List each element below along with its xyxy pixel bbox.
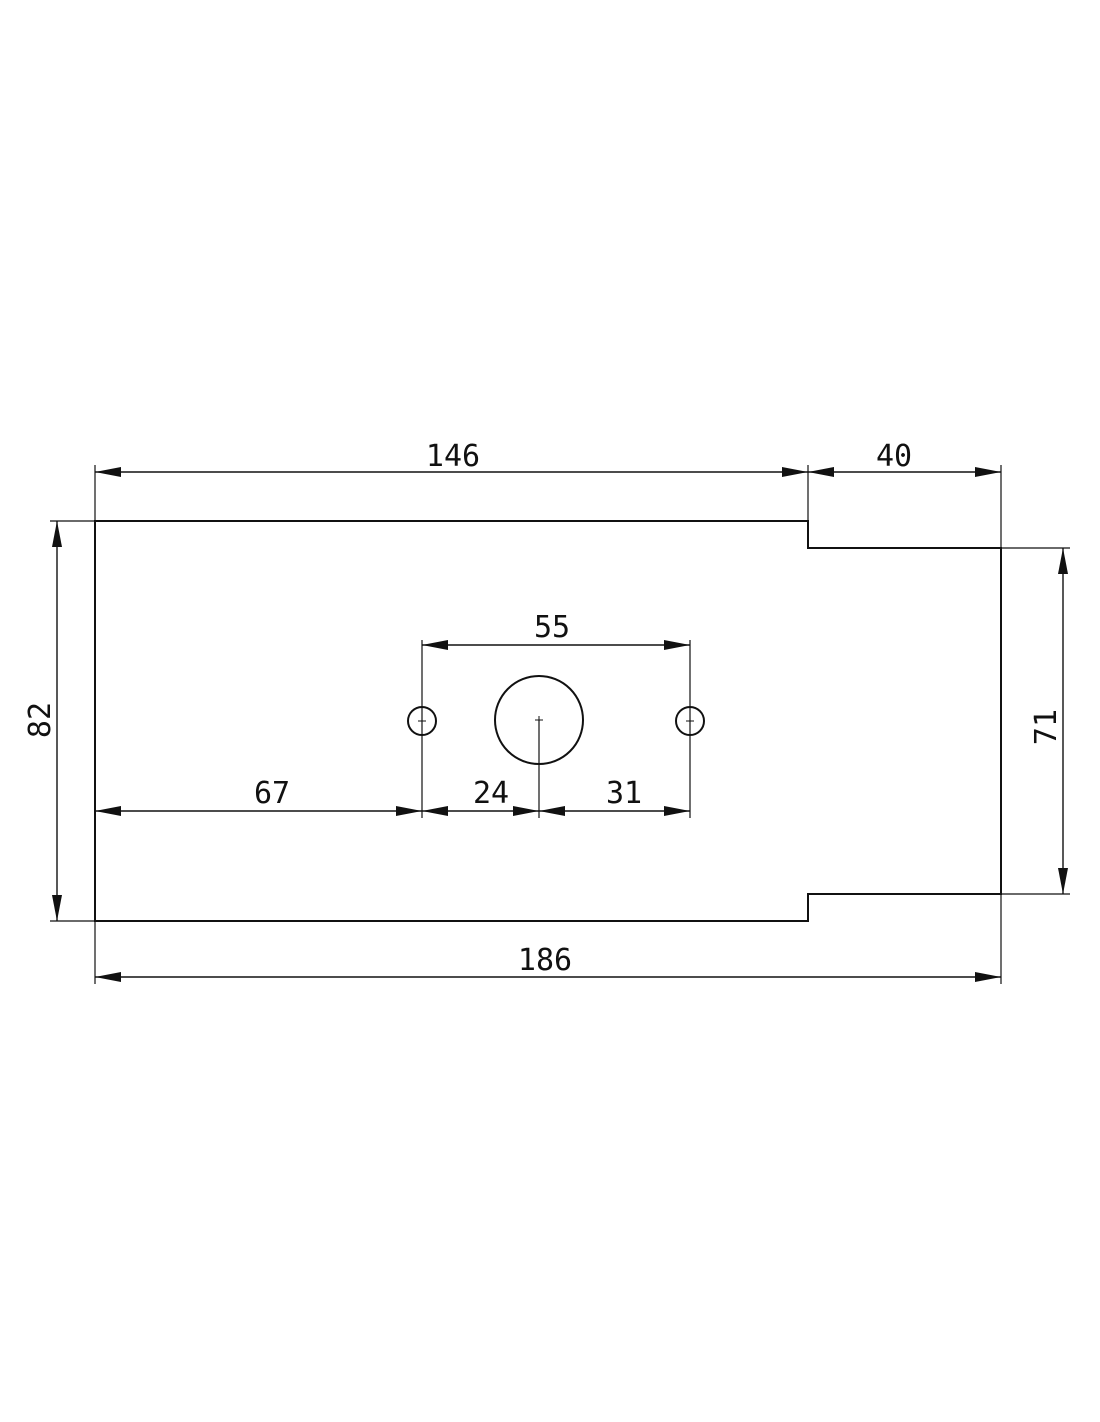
dim-67: 67 bbox=[254, 776, 290, 811]
center-marks bbox=[418, 716, 694, 725]
dim-40: 40 bbox=[876, 439, 912, 474]
arrowheads bbox=[52, 467, 1068, 982]
dim-31: 31 bbox=[606, 776, 642, 811]
extension-lines bbox=[50, 465, 1070, 984]
dim-55: 55 bbox=[534, 610, 570, 645]
dim-82: 82 bbox=[23, 702, 58, 738]
part-outline bbox=[94, 520, 1002, 922]
dim-146: 146 bbox=[426, 439, 480, 474]
dimension-lines bbox=[56, 471, 1064, 978]
dim-71: 71 bbox=[1029, 709, 1064, 745]
dim-24: 24 bbox=[473, 776, 509, 811]
dim-186: 186 bbox=[518, 943, 572, 978]
